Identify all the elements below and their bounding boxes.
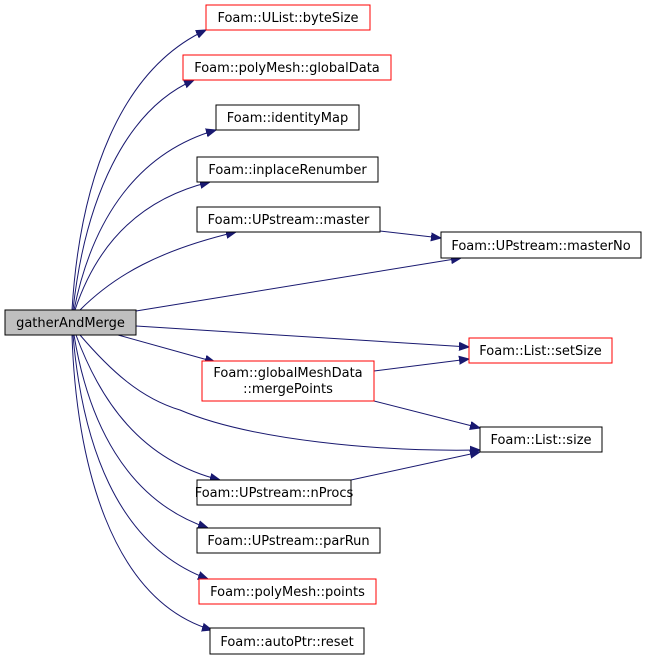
edge-root-masterNo — [135, 258, 461, 312]
node-parRun[interactable]: Foam::UPstream::parRun — [196, 527, 381, 554]
edge-root-byteSize — [71, 30, 206, 311]
node-globalData[interactable]: Foam::polyMesh::globalData — [182, 54, 392, 81]
node-byteSize[interactable]: Foam::UList::byteSize — [205, 4, 371, 31]
node-label: Foam::UPstream::parRun — [207, 534, 369, 549]
node-label: Foam::UList::byteSize — [217, 11, 358, 26]
edge-mergePoints-size — [373, 400, 480, 428]
edge-root-inplaceRenumber — [74, 182, 210, 311]
node-label: Foam::inplaceRenumber — [208, 163, 367, 178]
node-nProcs[interactable]: Foam::UPstream::nProcs — [195, 479, 354, 506]
node-label: Foam::polyMesh::points — [210, 585, 365, 600]
edges — [71, 30, 480, 630]
edge-root-identityMap — [73, 130, 216, 311]
edge-root-master — [79, 232, 236, 311]
node-inplaceRenumber[interactable]: Foam::inplaceRenumber — [196, 156, 379, 183]
node-gatherAndMerge[interactable]: gatherAndMerge — [4, 309, 137, 336]
edge-root-globalData — [72, 80, 194, 311]
node-label: Foam::List::size — [490, 433, 591, 448]
node-label: Foam::UPstream::nProcs — [195, 486, 354, 501]
node-label: Foam::autoPtr::reset — [220, 635, 353, 650]
edge-root-reset — [71, 334, 212, 630]
node-setSize[interactable]: Foam::List::setSize — [468, 337, 613, 364]
node-label-line2: ::mergePoints — [243, 382, 333, 397]
node-master[interactable]: Foam::UPstream::master — [196, 206, 381, 233]
node-mergePoints[interactable]: Foam::globalMeshData ::mergePoints — [201, 360, 375, 402]
node-size[interactable]: Foam::List::size — [479, 426, 603, 453]
edge-root-mergePoints — [117, 334, 215, 362]
node-points[interactable]: Foam::polyMesh::points — [198, 578, 377, 605]
edge-root-points — [72, 334, 208, 579]
edge-master-masterNo — [379, 230, 441, 238]
node-label: gatherAndMerge — [16, 316, 125, 331]
node-label: Foam::List::setSize — [479, 344, 601, 359]
node-reset[interactable]: Foam::autoPtr::reset — [209, 627, 365, 655]
node-label: Foam::polyMesh::globalData — [194, 61, 380, 76]
edge-root-setSize — [135, 325, 469, 347]
edge-root-nProcs — [75, 334, 220, 480]
node-label: Foam::identityMap — [227, 111, 348, 126]
edge-mergePoints-setSize — [373, 359, 469, 372]
node-identityMap[interactable]: Foam::identityMap — [215, 104, 360, 131]
node-masterNo[interactable]: Foam::UPstream::masterNo — [440, 231, 642, 259]
edge-root-parRun — [73, 334, 208, 528]
node-label: Foam::globalMeshData — [213, 366, 362, 381]
node-label: Foam::UPstream::master — [208, 213, 370, 228]
edge-nProcs-size — [350, 452, 480, 481]
node-label: Foam::UPstream::masterNo — [451, 239, 630, 254]
edge-root-size — [79, 334, 480, 450]
